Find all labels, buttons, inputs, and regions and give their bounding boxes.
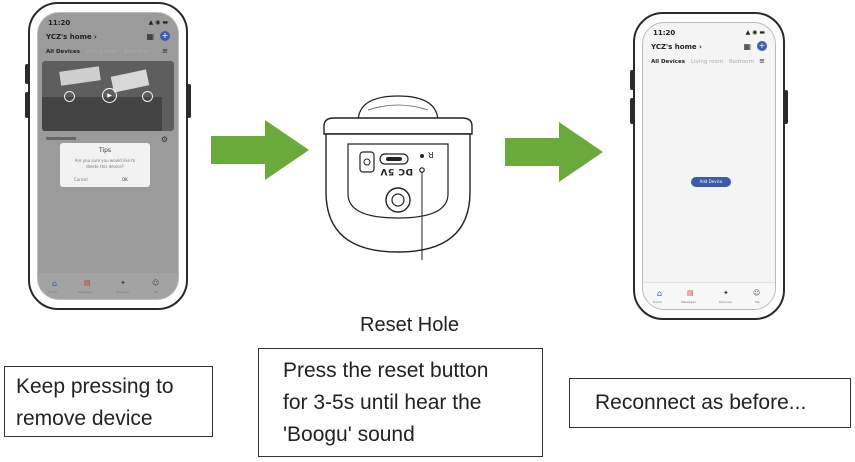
- nav-me-label: Me: [755, 300, 760, 304]
- dialog-title: Tips: [98, 147, 112, 154]
- bottom-nav: ⌂ ▤ ✦ ☺ Home Messages Discover Me: [643, 282, 775, 309]
- nav-discover-icon[interactable]: ✦: [120, 279, 126, 287]
- caption-step2-line2: for 3-5s until hear the: [283, 391, 482, 414]
- grid-icon[interactable]: ▦: [743, 42, 751, 51]
- caption-step1-line2: remove device: [16, 407, 153, 430]
- status-time: 11:20: [48, 19, 71, 27]
- play-icon[interactable]: ▶: [102, 88, 117, 103]
- ok-button[interactable]: OK: [122, 177, 128, 182]
- bottom-nav: ⌂ ▤ ✦ ☺ Home Messages Discover Me: [38, 273, 178, 299]
- arrow-right-icon: [211, 120, 309, 180]
- port-label: DC 5V: [380, 166, 413, 176]
- tab-all-devices[interactable]: All Devices: [651, 59, 685, 65]
- reset-hole-label: Reset Hole: [360, 314, 459, 336]
- nav-messages-label: Messages: [681, 300, 696, 304]
- replay-icon[interactable]: [64, 91, 75, 102]
- nav-discover-label: Discover: [116, 290, 130, 294]
- nav-home-label: Home: [48, 290, 57, 294]
- nav-messages-icon[interactable]: ▤: [84, 279, 91, 287]
- arrow-right-icon: [505, 122, 603, 182]
- caption-step2-line1: Press the reset button: [283, 359, 489, 382]
- device-gear-icon[interactable]: ⚙: [160, 135, 168, 144]
- add-icon[interactable]: +: [757, 41, 767, 51]
- status-icons: ▲ ◉ ▬: [745, 29, 765, 36]
- nav-discover-label: Discover: [719, 300, 733, 304]
- nav-home-icon[interactable]: ⌂: [657, 289, 663, 298]
- dialog-message-2: delete this device?: [86, 164, 124, 169]
- nav-discover-icon[interactable]: ✦: [723, 289, 729, 297]
- add-icon[interactable]: +: [160, 31, 170, 41]
- tab-all-devices[interactable]: All Devices: [46, 49, 80, 55]
- phone-left-screen: 11:20 ▲ ◉ ▬ YCZ's home › ▦ + All Devices…: [37, 12, 179, 300]
- nav-messages-icon[interactable]: ▤: [687, 289, 694, 297]
- menu-icon[interactable]: ≡: [162, 47, 168, 55]
- phone-right: 11:20 ▲ ◉ ▬ YCZ's home › ▦ + All Devices…: [630, 12, 788, 320]
- phone-right-screen: 11:20 ▲ ◉ ▬ YCZ's home › ▦ + All Devices…: [642, 22, 776, 310]
- caption-step2: Press the reset button for 3-5s until he…: [258, 348, 543, 457]
- caption-step1: Keep pressing to remove device: [4, 366, 213, 437]
- nav-me-icon[interactable]: ☺: [152, 279, 160, 287]
- phone-left: 11:20 ▲ ◉ ▬ YCZ's home › ▦ + All Devices…: [25, 2, 191, 310]
- caption-step3-text: Reconnect as before...: [595, 391, 807, 414]
- home-title[interactable]: YCZ's home ›: [46, 33, 97, 41]
- caption-step3: Reconnect as before...: [569, 378, 851, 428]
- settings-icon[interactable]: [142, 91, 153, 102]
- device-name-line: [46, 137, 76, 140]
- home-title[interactable]: YCZ's home ›: [651, 43, 702, 51]
- status-icons: ▲ ◉ ▬: [148, 19, 168, 26]
- camera-back-diagram: [323, 95, 473, 260]
- caption-step2-line3: 'Boogu' sound: [283, 423, 415, 446]
- dialog-message-1: Are you sure you would like to: [74, 158, 136, 163]
- nav-me-label: Me: [154, 290, 159, 294]
- add-device-button[interactable]: Add Device: [691, 177, 731, 187]
- tab-living-room[interactable]: Living room: [86, 49, 119, 55]
- reset-icon-mark: R: [428, 150, 434, 159]
- delete-dialog: Tips Are you sure you would like to dele…: [60, 143, 150, 187]
- grid-icon[interactable]: ▦: [146, 32, 154, 41]
- cancel-button[interactable]: Cancel: [74, 177, 88, 182]
- caption-step1-line1: Keep pressing to: [16, 375, 174, 398]
- nav-me-icon[interactable]: ☺: [753, 289, 761, 297]
- nav-home-label: Home: [653, 300, 662, 304]
- tab-living-room[interactable]: Living room: [691, 59, 724, 65]
- nav-home-icon[interactable]: ⌂: [52, 279, 58, 288]
- menu-icon[interactable]: ≡: [759, 57, 765, 65]
- tab-bedroom[interactable]: Bedroom: [729, 59, 754, 65]
- status-time: 11:20: [653, 29, 676, 37]
- camera-preview[interactable]: ▶: [42, 61, 174, 131]
- tab-bedroom[interactable]: Bedroom: [124, 49, 149, 55]
- nav-messages-label: Messages: [78, 290, 93, 294]
